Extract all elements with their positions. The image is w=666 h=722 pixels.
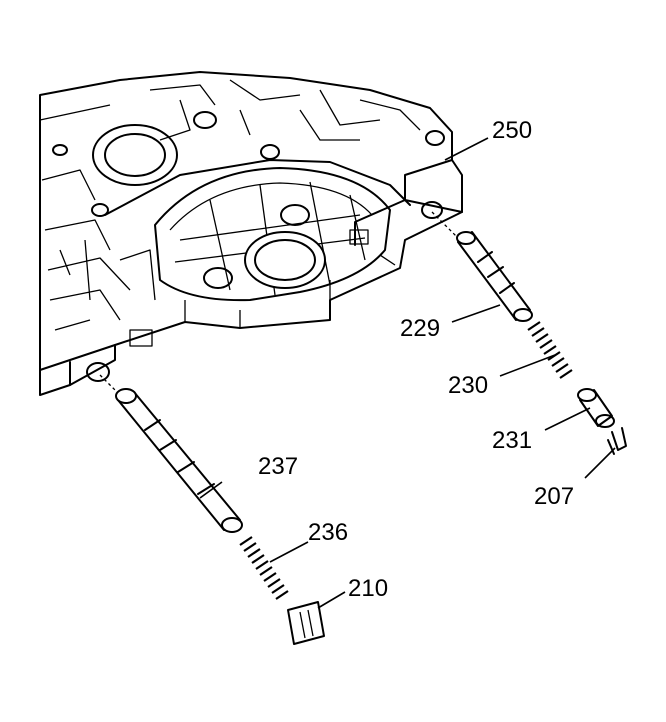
left-valve-assembly [99,374,325,645]
callout-210: 210 [348,575,388,602]
callout-237: 237 [258,453,298,480]
valve-body-250 [39,71,463,396]
callout-236: 236 [308,519,348,546]
callouts: 250 229 230 231 207 237 236 210 [258,117,574,602]
plug-231 [577,388,615,428]
callout-250: 250 [492,117,532,144]
callout-229: 229 [400,315,440,342]
callout-231: 231 [492,427,532,454]
retainer-plate-210 [287,601,325,645]
callout-230: 230 [448,372,488,399]
callout-207: 207 [534,483,574,510]
spring-236 [239,536,289,600]
right-valve-assembly [431,211,627,455]
spring-230 [527,321,573,379]
valve-229 [456,231,533,322]
retainer-clip-207 [607,427,627,455]
valve-237 [115,388,243,533]
leader-lines [199,137,616,609]
